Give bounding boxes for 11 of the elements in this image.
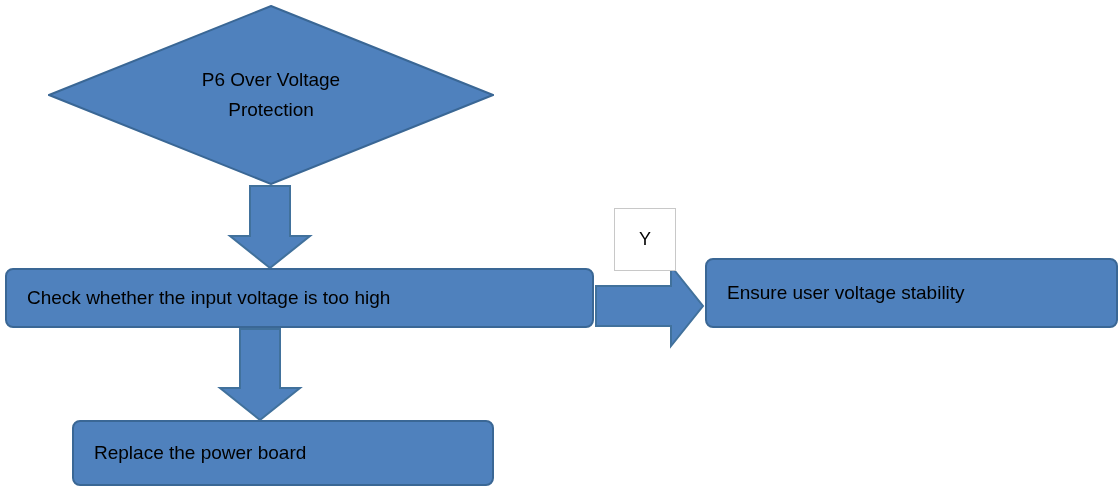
block-arrow [217, 328, 303, 422]
node-label: Ensure user voltage stability [727, 281, 965, 305]
process-box [705, 258, 1118, 328]
node-label: Replace the power board [94, 441, 307, 465]
edge-label: Y [614, 208, 676, 271]
process-box [72, 420, 494, 486]
decision-diamond [48, 5, 494, 185]
process-box [5, 268, 594, 328]
node-label: Check whether the input voltage is too high [27, 286, 391, 310]
block-arrow [227, 185, 313, 270]
node-label: P6 Over Voltage Protection [200, 68, 342, 122]
